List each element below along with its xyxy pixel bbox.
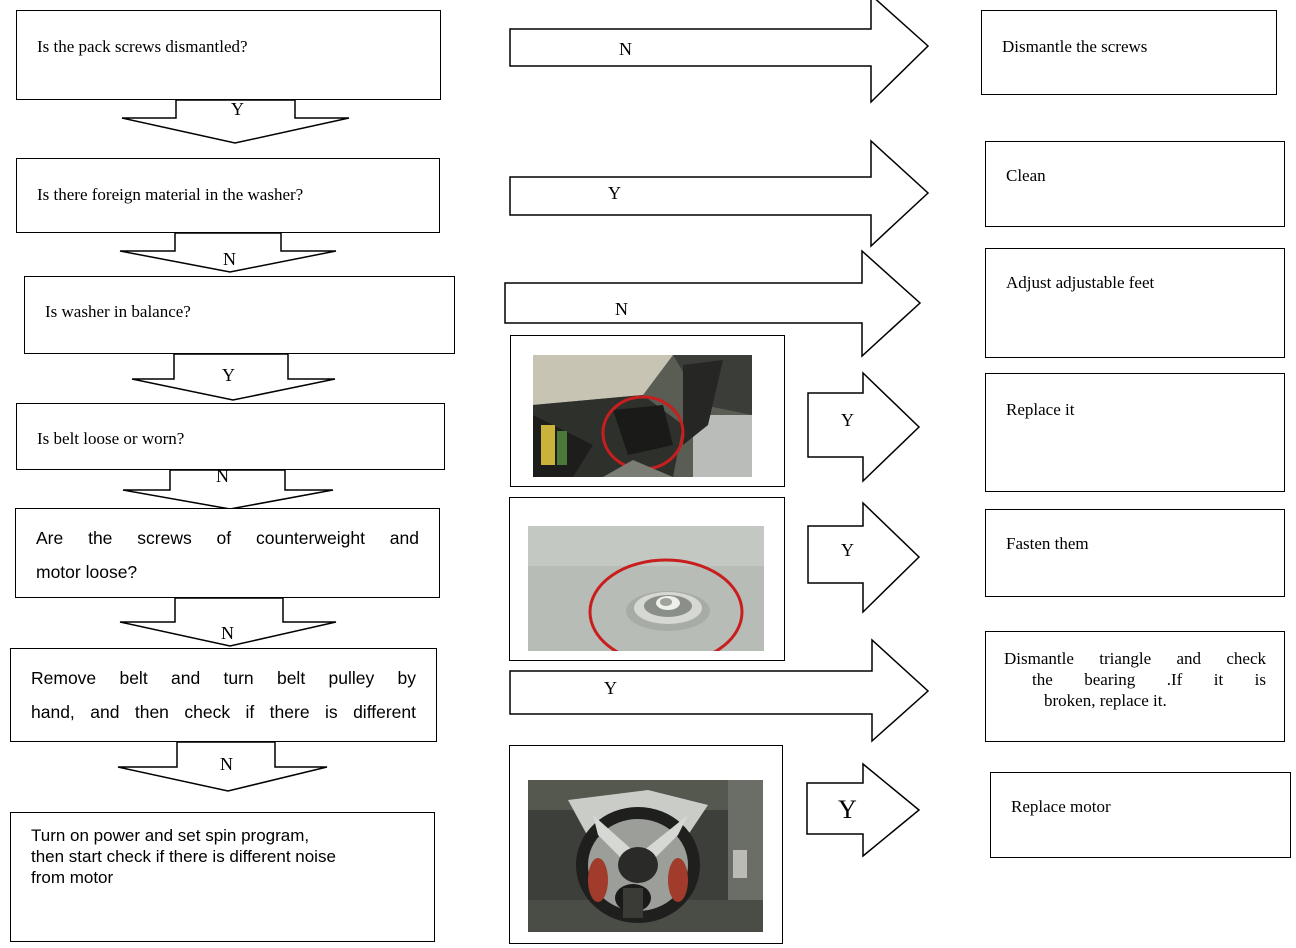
- question-5-text: Are the screws of counterweight and moto…: [36, 521, 419, 589]
- result-2-text: Clean: [1006, 166, 1046, 185]
- side-label-5: Y: [841, 540, 854, 560]
- question-7-line-2: then start check if there is different n…: [31, 847, 336, 866]
- down-label-1: Y: [231, 99, 244, 119]
- down-arrow-1: [121, 99, 350, 144]
- down-label-4: N: [216, 466, 229, 486]
- result-box-6: Dismantle triangle and check the bearing…: [985, 631, 1285, 742]
- question-2-text: Is there foreign material in the washer?: [37, 185, 304, 204]
- down-arrow-6: [117, 741, 328, 792]
- small-arrow-7: [806, 762, 921, 858]
- result-4-text: Replace it: [1006, 400, 1075, 419]
- down-label-6: N: [220, 754, 233, 774]
- result-6-line-2: the bearing .If it is: [1032, 670, 1266, 689]
- down-label-2: N: [223, 249, 236, 269]
- down-arrow-5: [119, 597, 337, 647]
- question-7-line-1: Turn on power and set spin program,: [31, 826, 310, 845]
- question-6-text: Remove belt and turn belt pulley by hand…: [31, 661, 416, 729]
- side-label-4: Y: [841, 410, 854, 430]
- question-7-line-3: from motor: [31, 868, 114, 887]
- question-box-4: Is belt loose or worn?: [16, 403, 445, 470]
- result-1-text: Dismantle the screws: [1002, 37, 1148, 56]
- question-6-line-1: Remove belt and turn belt pulley by: [31, 668, 416, 688]
- small-arrow-5: [807, 501, 921, 614]
- side-label-6: Y: [604, 678, 617, 698]
- question-box-1: Is the pack screws dismantled?: [16, 10, 441, 100]
- side-label-2: Y: [608, 183, 621, 203]
- question-box-3: Is washer in balance?: [24, 276, 455, 354]
- question-6-line-2: hand, and then check if there is differe…: [31, 702, 416, 722]
- result-5-text: Fasten them: [1006, 534, 1089, 553]
- counterweight-screw-photo: [528, 526, 764, 651]
- belt-photo: [533, 355, 752, 477]
- result-box-4: Replace it: [985, 373, 1285, 492]
- side-label-7: Y: [838, 795, 857, 824]
- result-box-2: Clean: [985, 141, 1285, 227]
- result-6-line-1: Dismantle triangle and check: [1004, 649, 1266, 668]
- down-arrow-4: [122, 469, 334, 510]
- result-6-text: Dismantle triangle and check the bearing…: [1004, 648, 1266, 711]
- question-box-6: Remove belt and turn belt pulley by hand…: [10, 648, 437, 742]
- question-box-7: Turn on power and set spin program, then…: [10, 812, 435, 942]
- question-box-2: Is there foreign material in the washer?: [16, 158, 440, 233]
- right-arrow-3: [504, 249, 922, 358]
- question-box-5: Are the screws of counterweight and moto…: [15, 508, 440, 598]
- result-6-line-3: broken, replace it.: [1044, 691, 1167, 710]
- down-arrow-3: [131, 353, 336, 401]
- result-7-text: Replace motor: [1011, 797, 1111, 816]
- right-arrow-1: [509, 0, 930, 104]
- result-box-7: Replace motor: [990, 772, 1291, 858]
- result-box-5: Fasten them: [985, 509, 1285, 597]
- question-3-text: Is washer in balance?: [45, 302, 191, 321]
- down-arrow-2: [119, 232, 337, 273]
- result-box-3: Adjust adjustable feet: [985, 248, 1285, 358]
- question-1-text: Is the pack screws dismantled?: [37, 37, 248, 56]
- side-label-1: N: [619, 39, 632, 59]
- right-arrow-6: [509, 638, 930, 743]
- question-5-line-1: Are the screws of counterweight and: [36, 528, 419, 548]
- down-label-5: N: [221, 623, 234, 643]
- down-label-3: Y: [222, 365, 235, 385]
- question-4-text: Is belt loose or worn?: [37, 429, 185, 448]
- question-7-text: Turn on power and set spin program, then…: [31, 825, 336, 888]
- side-label-3: N: [615, 299, 628, 319]
- result-box-1: Dismantle the screws: [981, 10, 1277, 95]
- motor-photo: [528, 780, 763, 932]
- right-arrow-2: [509, 139, 930, 248]
- result-3-text: Adjust adjustable feet: [1006, 273, 1155, 292]
- small-arrow-4: [807, 371, 921, 483]
- question-5-line-2: motor loose?: [36, 562, 138, 582]
